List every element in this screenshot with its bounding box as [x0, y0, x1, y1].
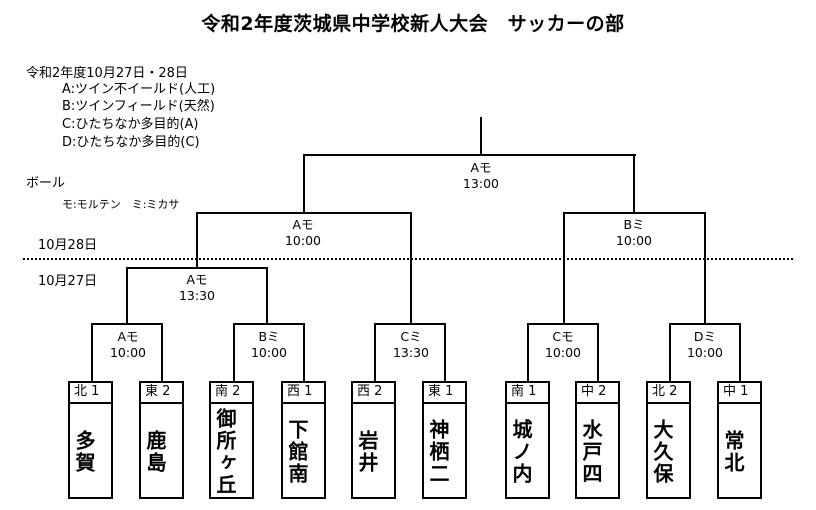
team-name: 下館南: [285, 418, 309, 485]
r1-5-left-leg: [669, 323, 671, 383]
legend-venue-d: D:ひたちなか多目的(C): [62, 135, 200, 150]
team-box: 西 1 下館南: [281, 381, 326, 499]
match-r1-3: Cミ 13:30: [371, 329, 451, 361]
team-box: 南 1 城ノ内: [505, 381, 550, 499]
match-r1-5: Dミ 10:00: [665, 329, 745, 361]
team-name: 御所ヶ丘: [213, 407, 237, 496]
r1-5-right-leg: [739, 323, 741, 383]
legend-ball-key: モ:モルテン ミ:ミカサ: [62, 198, 180, 211]
match-r1-5-venue: Dミ: [693, 329, 717, 344]
match-r1-1-time: 10:00: [109, 345, 147, 360]
team-box: 南 2 御所ヶ丘: [209, 381, 254, 499]
match-semi-right-time: 10:00: [615, 233, 653, 248]
team-box: 中 1 常北: [717, 381, 762, 499]
match-r1-5-time: 10:00: [686, 345, 724, 360]
match-r1-3-time: 13:30: [392, 345, 430, 360]
match-r1-2: Bミ 10:00: [229, 329, 309, 361]
legend-venue-a: A:ツイン不イールド(人工): [62, 82, 216, 97]
team-name: 大久保: [650, 418, 674, 485]
r1-1-right-leg: [161, 323, 163, 383]
match-r1-4-venue: Cモ: [552, 329, 574, 344]
qf-left-right-leg: [266, 267, 268, 325]
team-seed: 南 2: [211, 383, 252, 404]
final-bar: [303, 154, 636, 156]
team-seed: 南 1: [507, 383, 548, 404]
match-final-time: 13:00: [462, 176, 500, 191]
final-stem: [480, 117, 482, 156]
team-name: 神栖二: [426, 418, 450, 485]
r1-3-left-leg: [374, 323, 376, 383]
r1-2-bar: [233, 323, 305, 325]
semi-left-bar: [196, 212, 410, 214]
r1-2-right-leg: [303, 323, 305, 383]
match-semi-left-time: 10:00: [284, 233, 322, 248]
r1-2-left-leg: [233, 323, 235, 383]
team-name: 水戸四: [579, 418, 603, 485]
team-box: 東 1 神栖二: [422, 381, 467, 499]
legend-dates: 令和2年度10月27日・28日: [26, 66, 188, 81]
team-box: 北 2 大久保: [646, 381, 691, 499]
r1-4-right-leg: [597, 323, 599, 383]
day-divider: [23, 258, 793, 260]
legend-ball-heading: ボール: [26, 176, 66, 191]
team-seed: 中 2: [577, 383, 618, 404]
team-seed: 北 1: [70, 383, 111, 404]
team-seed: 中 1: [719, 383, 760, 404]
qf-left-bar: [126, 267, 268, 269]
match-r1-2-venue: Bミ: [258, 329, 280, 344]
team-name: 常北: [721, 429, 745, 474]
r1-3-bar: [374, 323, 446, 325]
final-left-leg: [303, 154, 305, 214]
match-r1-4-time: 10:00: [544, 345, 582, 360]
match-semi-right-venue: Bミ: [623, 217, 645, 232]
semi-left-left-leg: [196, 212, 198, 268]
match-final-venue: Aモ: [470, 160, 492, 175]
match-qf-left-time: 13:30: [178, 288, 216, 303]
qf-left-left-leg: [126, 267, 128, 325]
match-r1-3-venue: Cミ: [400, 329, 422, 344]
match-r1-2-time: 10:00: [250, 345, 288, 360]
team-box: 西 2 岩井: [351, 381, 396, 499]
match-semi-right: Bミ 10:00: [594, 217, 674, 249]
match-r1-1: Aモ 10:00: [88, 329, 168, 361]
match-qf-left: Aモ 13:30: [157, 272, 237, 304]
match-semi-left: Aモ 10:00: [263, 217, 343, 249]
r1-3-right-leg: [444, 323, 446, 383]
legend-venue-c: C:ひたちなか多目的(A): [62, 117, 199, 132]
team-box: 東 2 鹿島: [139, 381, 184, 499]
final-right-leg: [633, 154, 635, 214]
match-qf-left-venue: Aモ: [186, 272, 208, 287]
match-r1-1-venue: Aモ: [117, 329, 139, 344]
team-box: 中 2 水戸四: [575, 381, 620, 499]
team-seed: 東 1: [424, 383, 465, 404]
team-name: 鹿島: [143, 429, 167, 474]
team-seed: 東 2: [141, 383, 182, 404]
team-name: 多賀: [72, 429, 96, 474]
match-semi-left-venue: Aモ: [292, 217, 314, 232]
semi-right-left-leg: [563, 212, 565, 325]
r1-4-left-leg: [527, 323, 529, 383]
r1-1-bar: [91, 323, 163, 325]
r1-5-bar: [669, 323, 741, 325]
r1-1-left-leg: [91, 323, 93, 383]
semi-left-right-leg: [410, 212, 412, 325]
team-seed: 北 2: [648, 383, 689, 404]
day1-label: 10月27日: [38, 274, 98, 289]
r1-4-bar: [527, 323, 599, 325]
team-box: 北 1 多賀: [68, 381, 113, 499]
team-seed: 西 1: [283, 383, 324, 404]
semi-right-bar: [563, 212, 705, 214]
match-r1-4: Cモ 10:00: [523, 329, 603, 361]
match-final: Aモ 13:00: [441, 160, 521, 192]
team-name: 岩井: [355, 429, 379, 474]
team-seed: 西 2: [353, 383, 394, 404]
legend-venue-b: B:ツインフィールド(天然): [62, 99, 215, 114]
semi-right-right-leg: [704, 212, 706, 325]
day2-label: 10月28日: [38, 238, 98, 253]
team-name: 城ノ内: [509, 418, 533, 485]
page-title: 令和2年度茨城県中学校新人大会 サッカーの部: [201, 13, 625, 35]
